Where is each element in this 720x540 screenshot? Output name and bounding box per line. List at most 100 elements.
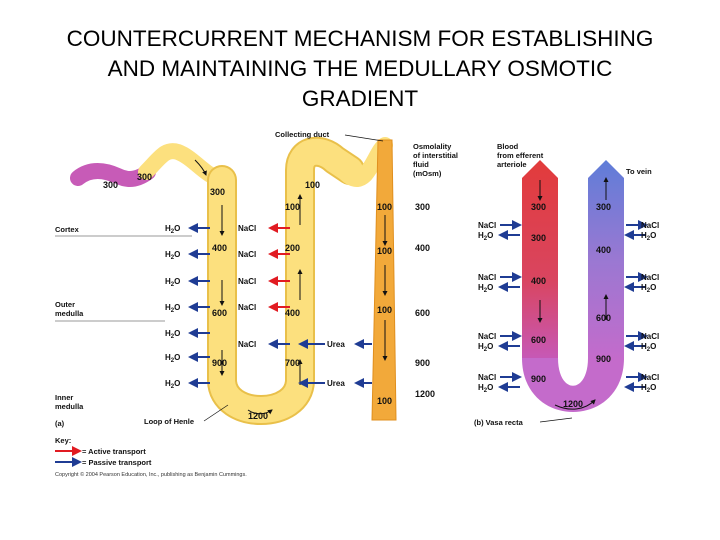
vasa-right-exchange: NaCl H2O NaCl H2O NaCl H2O NaCl H2O [624,220,659,394]
vasa-recta-panel: NaCl H2O NaCl H2O NaCl H2O NaCl H2O NaCl… [474,142,659,427]
title-line-2: AND MAINTAINING THE MEDULLARY OSMOTIC [107,56,613,81]
cortex-value-2: 300 [137,172,152,182]
asc-value-5: 700 [285,358,300,368]
svg-text:NaCl: NaCl [478,273,496,282]
cortex-value-1: 300 [103,180,118,190]
vasa-desc-value-5: 900 [531,374,546,384]
water-labels: H2O H2O H2O H2O H2O H2O H2O [165,224,180,390]
desc-value-4: 900 [212,358,227,368]
vasa-descending [522,160,558,360]
copyright-text: Copyright © 2004 Pearson Education, Inc.… [55,471,247,478]
svg-text:H2O: H2O [165,224,180,235]
nacl-labels: NaCl NaCl NaCl NaCl NaCl [238,224,256,349]
legend: Key: = Active transport = Passive transp… [55,436,247,478]
vasa-bottom [522,358,624,412]
duct-value-2: 100 [377,246,392,256]
osm-value-1: 300 [415,202,430,212]
water-arrows [188,223,210,388]
inner-medulla-line-1: Inner [55,393,73,402]
desc-value-3: 600 [212,308,227,318]
vasa-asc-value-1: 300 [596,202,611,212]
duct-value-1: 100 [377,202,392,212]
svg-text:NaCl: NaCl [238,303,256,312]
svg-text:H2O: H2O [478,231,493,242]
osm-value-4: 900 [415,358,430,368]
title-line-1: COUNTERCURRENT MECHANISM FOR ESTABLISHIN… [66,26,654,51]
svg-text:NaCl: NaCl [478,221,496,230]
svg-text:H2O: H2O [478,342,493,353]
vasa-desc-value-4: 600 [531,335,546,345]
slide-title: COUNTERCURRENT MECHANISM FOR ESTABLISHIN… [20,24,700,114]
cortex-label: Cortex [55,225,80,234]
asc-value-2: 100 [285,202,300,212]
outer-medulla-line-1: Outer [55,300,75,309]
svg-text:H2O: H2O [641,283,656,294]
loop-of-henle-label: Loop of Henle [144,417,194,426]
active-transport-label: = Active transport [82,447,146,456]
asc-value-4: 400 [285,308,300,318]
svg-text:NaCl: NaCl [238,224,256,233]
blood-line-1: Blood [497,142,519,151]
osm-value-5: 1200 [415,389,435,399]
urea-label-2: Urea [327,379,345,388]
desc-value-1: 300 [210,187,225,197]
svg-text:H2O: H2O [641,231,656,242]
vasa-desc-value-3: 400 [531,276,546,286]
osmolality-line-4: (mOsm) [413,169,442,178]
nephron-panel: H2O H2O H2O H2O H2O H2O H2O NaCl NaCl Na… [55,130,458,428]
svg-text:NaCl: NaCl [238,277,256,286]
outer-medulla-line-2: medulla [55,309,84,318]
svg-text:NaCl: NaCl [238,250,256,259]
osmolality-line-2: of interstitial [413,151,458,160]
vasa-desc-value-1: 300 [531,202,546,212]
vasa-left-exchange: NaCl H2O NaCl H2O NaCl H2O NaCl H2O [478,220,522,394]
passive-transport-label: = Passive transport [82,458,152,467]
collecting-duct [371,139,397,421]
blood-line-2: from efferent [497,151,544,160]
svg-text:H2O: H2O [165,353,180,364]
asc-value-3: 200 [285,243,300,253]
osmolality-line-1: Osmolality [413,142,452,151]
svg-text:H2O: H2O [478,383,493,394]
svg-text:H2O: H2O [165,277,180,288]
svg-text:NaCl: NaCl [478,332,496,341]
osmolality-line-3: fluid [413,160,429,169]
vasa-asc-value-2: 400 [596,245,611,255]
osm-value-3: 600 [415,308,430,318]
svg-text:H2O: H2O [165,250,180,261]
duct-value-4: 100 [377,396,392,406]
vasa-asc-value-3: 600 [596,313,611,323]
svg-text:H2O: H2O [165,303,180,314]
vasa-bottom-value: 1200 [563,399,583,409]
urea-label-1: Urea [327,340,345,349]
to-vein-label: To vein [626,167,652,176]
panel-a-label: (a) [55,419,65,428]
svg-text:H2O: H2O [165,329,180,340]
svg-text:NaCl: NaCl [478,373,496,382]
svg-text:H2O: H2O [165,379,180,390]
key-label: Key: [55,436,71,445]
convoluted-tubule [138,143,230,188]
desc-value-2: 400 [212,243,227,253]
vasa-ascending [588,160,624,360]
svg-text:NaCl: NaCl [238,340,256,349]
svg-text:NaCl: NaCl [641,332,659,341]
vasa-desc-value-2: 300 [531,233,546,243]
svg-text:H2O: H2O [641,383,656,394]
panel-b-label: (b) Vasa recta [474,418,524,427]
svg-text:H2O: H2O [641,342,656,353]
osm-value-2: 400 [415,243,430,253]
nacl-active-arrows [268,223,290,349]
vasa-asc-value-4: 900 [596,354,611,364]
svg-text:NaCl: NaCl [641,221,659,230]
svg-text:NaCl: NaCl [641,273,659,282]
loop-bottom-value: 1200 [248,411,268,421]
svg-text:NaCl: NaCl [641,373,659,382]
collecting-duct-label: Collecting duct [275,130,330,139]
asc-value-1: 100 [305,180,320,190]
inner-medulla-line-2: medulla [55,402,84,411]
title-line-3: GRADIENT [301,86,419,111]
duct-value-3: 100 [377,305,392,315]
svg-text:H2O: H2O [478,283,493,294]
